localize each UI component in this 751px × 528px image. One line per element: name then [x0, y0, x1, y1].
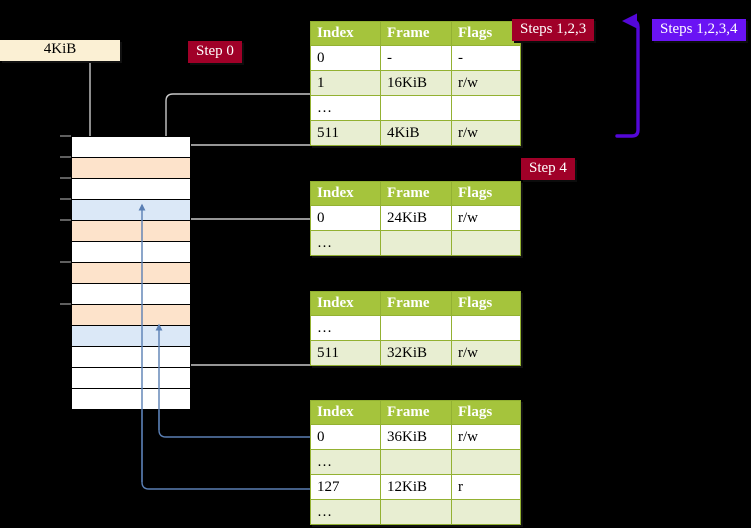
memory-row	[72, 221, 190, 242]
column-header-frame: Frame	[380, 291, 452, 316]
column-header-frame: Frame	[380, 400, 452, 425]
table-cell: …	[310, 95, 381, 121]
table-cell: r/w	[451, 120, 521, 146]
connector-steps-bracket	[615, 13, 640, 138]
memory-row	[72, 326, 190, 347]
table-cell	[380, 315, 452, 341]
memory-row	[72, 158, 190, 179]
table-cell: 4KiB	[380, 120, 452, 146]
table-cell: 511	[310, 120, 381, 146]
table-cell	[451, 315, 521, 341]
table-cell: 0	[310, 424, 381, 450]
column-header-flags: Flags	[451, 181, 521, 206]
memory-row	[72, 263, 190, 284]
memory-row	[72, 347, 190, 368]
table-cell: 511	[310, 340, 381, 366]
badge-step-4: Step 4	[521, 158, 575, 180]
memory-row	[72, 200, 190, 221]
table-cell	[451, 230, 521, 256]
table-cell	[380, 449, 452, 475]
memory-row	[72, 242, 190, 263]
memory-row	[72, 179, 190, 200]
tick-group	[60, 135, 71, 305]
table-cell: r/w	[451, 424, 521, 450]
column-header-flags: Flags	[451, 400, 521, 425]
table-cell	[451, 499, 521, 525]
table-cell: 32KiB	[380, 340, 452, 366]
column-header-index: Index	[310, 181, 381, 206]
connector-pdpt-row0	[173, 218, 310, 260]
memory-row	[72, 368, 190, 389]
column-header-index: Index	[310, 400, 381, 425]
table-cell: …	[310, 449, 381, 475]
column-header-index: Index	[310, 291, 381, 316]
table-cell	[380, 95, 452, 121]
table-row: 0--	[310, 45, 521, 71]
table-cell: 36KiB	[380, 424, 452, 450]
table-row: …	[310, 95, 521, 121]
table-cell: -	[380, 45, 452, 71]
column-header-index: Index	[310, 21, 381, 46]
table-cell: 0	[310, 205, 381, 231]
table-cell: 12KiB	[380, 474, 452, 500]
table-cell	[380, 230, 452, 256]
table-cell	[380, 499, 452, 525]
table-row: …	[310, 230, 521, 256]
size-tag-4kib: 4KiB	[0, 40, 120, 61]
badge-step-0: Step 0	[188, 41, 242, 63]
column-header-flags: Flags	[451, 291, 521, 316]
table-cell: r/w	[451, 205, 521, 231]
memory-row	[72, 305, 190, 326]
table-cell: 24KiB	[380, 205, 452, 231]
table-cell: 127	[310, 474, 381, 500]
memory-row	[72, 284, 190, 305]
table-cell: r	[451, 474, 521, 500]
badge-steps-123: Steps 1,2,3	[512, 19, 595, 41]
connector-pml4-row511	[173, 144, 310, 157]
table-cell: -	[451, 45, 521, 71]
column-header-frame: Frame	[380, 181, 452, 206]
table-cell	[451, 95, 521, 121]
column-header-frame: Frame	[380, 21, 452, 46]
table-cell: 16KiB	[380, 70, 452, 96]
physical-memory-column	[71, 136, 191, 410]
badge-steps-1234: Steps 1,2,3,4	[652, 19, 746, 41]
table-cell: …	[310, 230, 381, 256]
table-cell	[451, 449, 521, 475]
table-cell: 1	[310, 70, 381, 96]
table-cell: r/w	[451, 70, 521, 96]
memory-row	[72, 389, 190, 410]
column-header-flags: Flags	[451, 21, 521, 46]
table-cell: …	[310, 499, 381, 525]
table-cell: …	[310, 315, 381, 341]
table-cell: r/w	[451, 340, 521, 366]
memory-row	[72, 137, 190, 158]
table-row: …	[310, 499, 521, 525]
table-row: …	[310, 449, 521, 475]
table-cell: 0	[310, 45, 381, 71]
table-row: …	[310, 315, 521, 341]
